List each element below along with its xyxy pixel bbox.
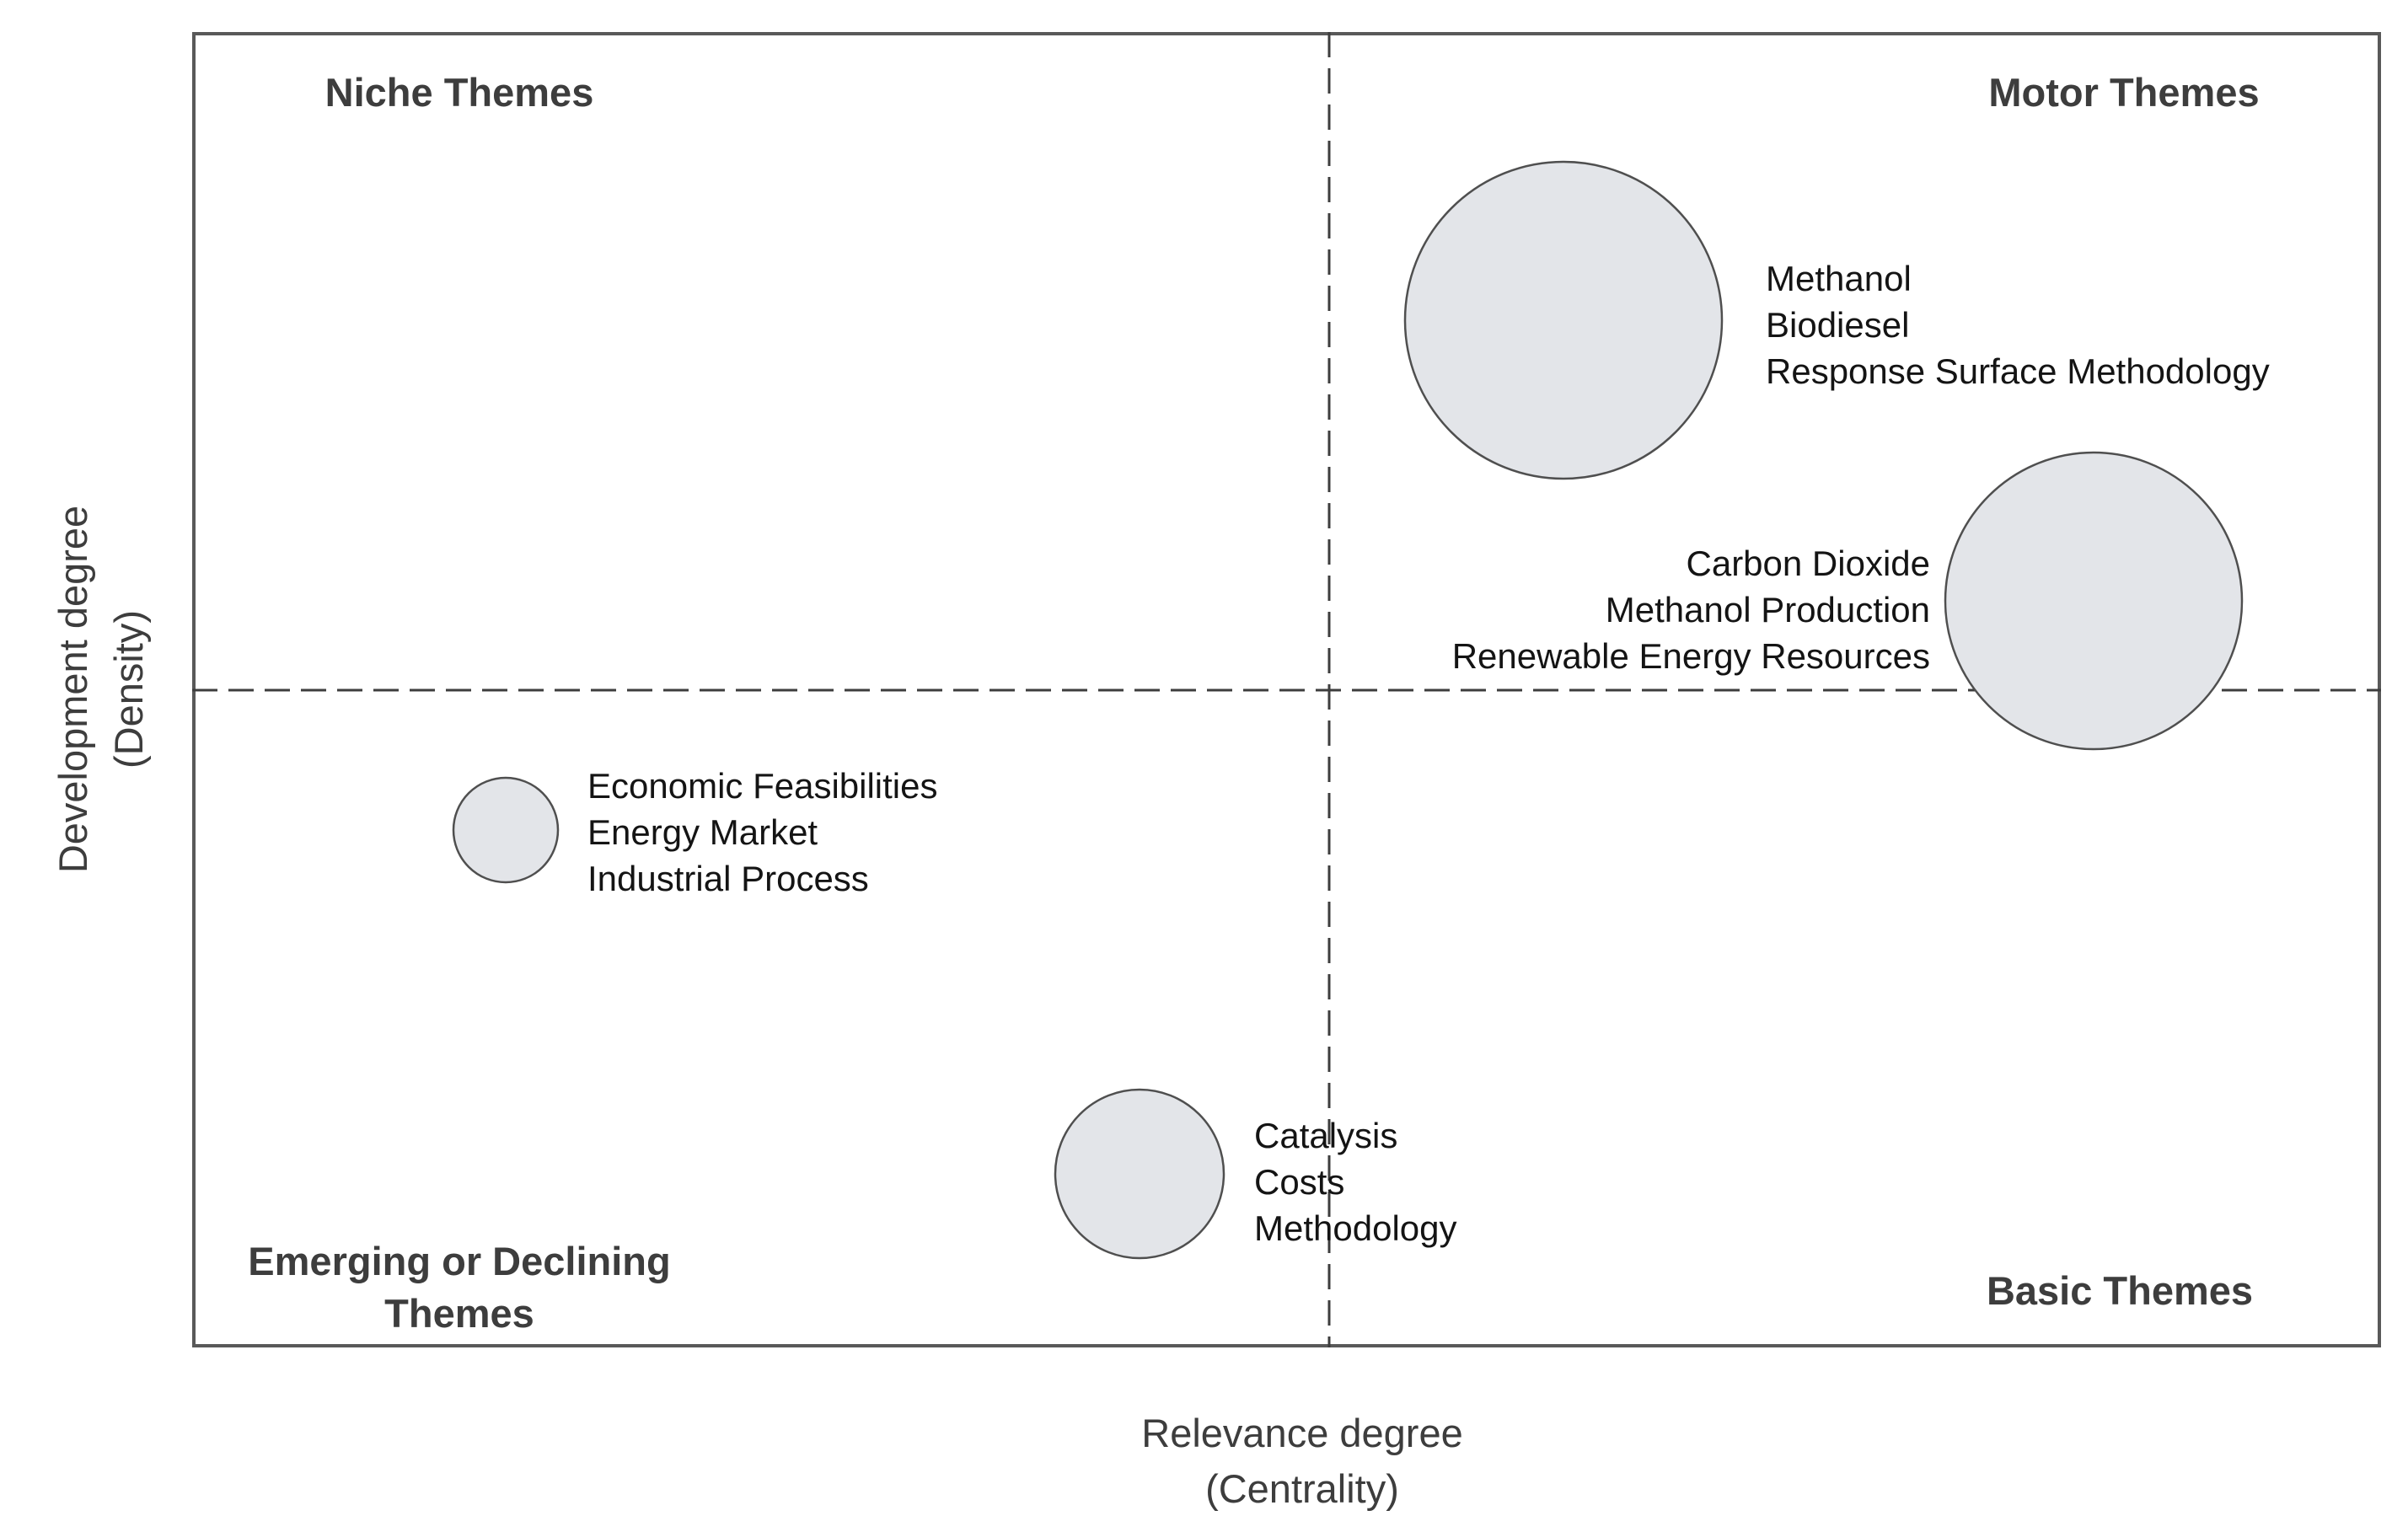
bubble-economic-feasibilities: [452, 776, 560, 884]
quadrant-label-basic-themes: Basic Themes: [1986, 1268, 2254, 1313]
bubble-methanol-biodiesel-rsm: [1403, 160, 1724, 480]
bubble-label-catalysis-costs-methodology: Catalysis Costs Methodology: [1254, 1116, 1457, 1248]
bubble-label-carbon-dioxide-methanol-production: Carbon Dioxide Methanol Production Renew…: [1451, 544, 1930, 676]
quadrant-label-niche-themes: Niche Themes: [324, 70, 594, 115]
quadrant-label-motor-themes: Motor Themes: [1988, 70, 2260, 115]
bubble-label-economic-feasibilities: Economic Feasibilities Energy Market Ind…: [587, 766, 938, 898]
quadrant-label-emerging-or-declining-themes: Emerging or Declining Themes: [248, 1239, 671, 1336]
bubble-label-methanol-biodiesel-rsm: Methanol Biodiesel Response Surface Meth…: [1766, 259, 2270, 391]
y-axis-label: Development degree (Density): [51, 505, 151, 874]
bubble-carbon-dioxide-methanol-production: [1944, 451, 2244, 751]
x-axis-label: Relevance degree (Centrality): [1141, 1411, 1463, 1511]
bubble-catalysis-costs-methodology: [1054, 1088, 1225, 1260]
